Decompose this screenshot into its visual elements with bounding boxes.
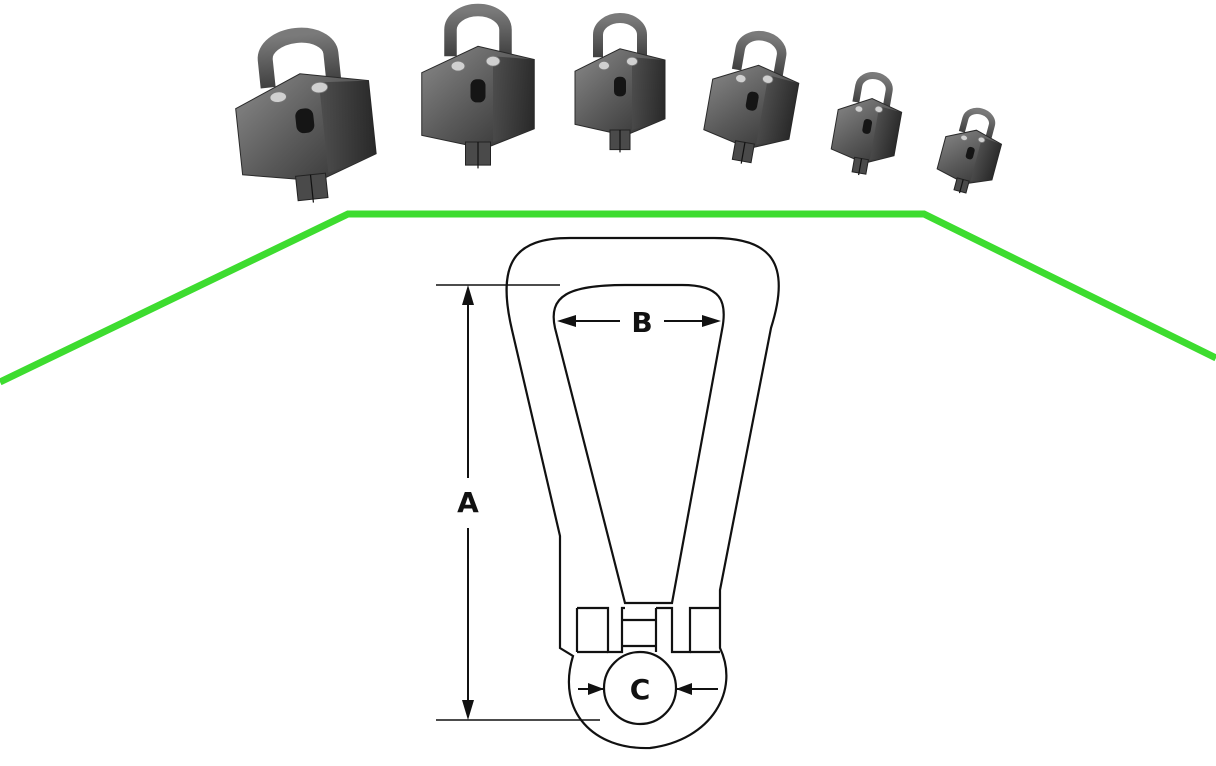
rivet: [269, 91, 287, 103]
rivet: [977, 136, 986, 143]
lifting-ring: [731, 30, 787, 78]
clevis-left: [577, 606, 625, 654]
fitting-split: [958, 179, 964, 194]
block-side: [493, 56, 535, 143]
pulling-eye-5: [830, 72, 903, 176]
pulling-eye-6: [936, 107, 1003, 194]
dim-label-b: B: [631, 306, 652, 339]
lifting-ring: [257, 27, 342, 89]
dim-a-arrow-bottom: [462, 700, 474, 720]
cable-slot: [862, 119, 873, 134]
outer-body-outline: [505, 236, 780, 750]
green-guide-line: [0, 210, 1216, 386]
lifting-ring: [593, 13, 647, 58]
cable-slot: [295, 108, 315, 134]
rivet: [485, 55, 501, 67]
product-photo-row: [235, 3, 1003, 203]
dim-c-arrow-left: [588, 683, 604, 695]
rivet: [762, 74, 774, 84]
rivet: [874, 105, 883, 113]
fitting-split: [858, 158, 863, 176]
fitting-split: [740, 142, 746, 164]
clevis-right: [656, 606, 720, 654]
rivet: [450, 60, 466, 72]
lifting-ring: [444, 3, 512, 57]
dim-b-arrow-right: [702, 315, 721, 327]
block-side: [318, 80, 377, 173]
dim-label-c: C: [630, 673, 651, 706]
cable-slot: [745, 91, 759, 111]
cable-slot: [470, 79, 486, 103]
inner-opening-outline: [552, 283, 725, 605]
fitting-split: [309, 174, 315, 203]
rivet: [735, 74, 747, 84]
block-side: [632, 57, 665, 131]
dimension-diagram: [436, 236, 780, 750]
dim-c-arrow-right: [676, 683, 692, 695]
block-side: [869, 106, 902, 160]
cable-slot: [614, 76, 626, 97]
block-side: [756, 75, 799, 145]
pulling-eye-1: [235, 27, 377, 203]
rivet: [598, 60, 610, 71]
pulling-eye-2: [421, 3, 535, 169]
cable-slot: [965, 146, 975, 160]
dim-a-arrow-top: [462, 285, 474, 305]
pulling-eye-4: [703, 30, 800, 164]
lifting-ring: [958, 107, 996, 140]
rivet: [854, 105, 864, 113]
rivet: [626, 56, 638, 67]
rivet: [960, 134, 968, 141]
dim-label-a: A: [457, 486, 479, 519]
block-side: [970, 137, 1002, 182]
dim-b-arrow-left: [557, 315, 576, 327]
lifting-ring: [852, 72, 893, 109]
rivet: [310, 81, 329, 94]
pulling-eye-3: [574, 13, 666, 153]
